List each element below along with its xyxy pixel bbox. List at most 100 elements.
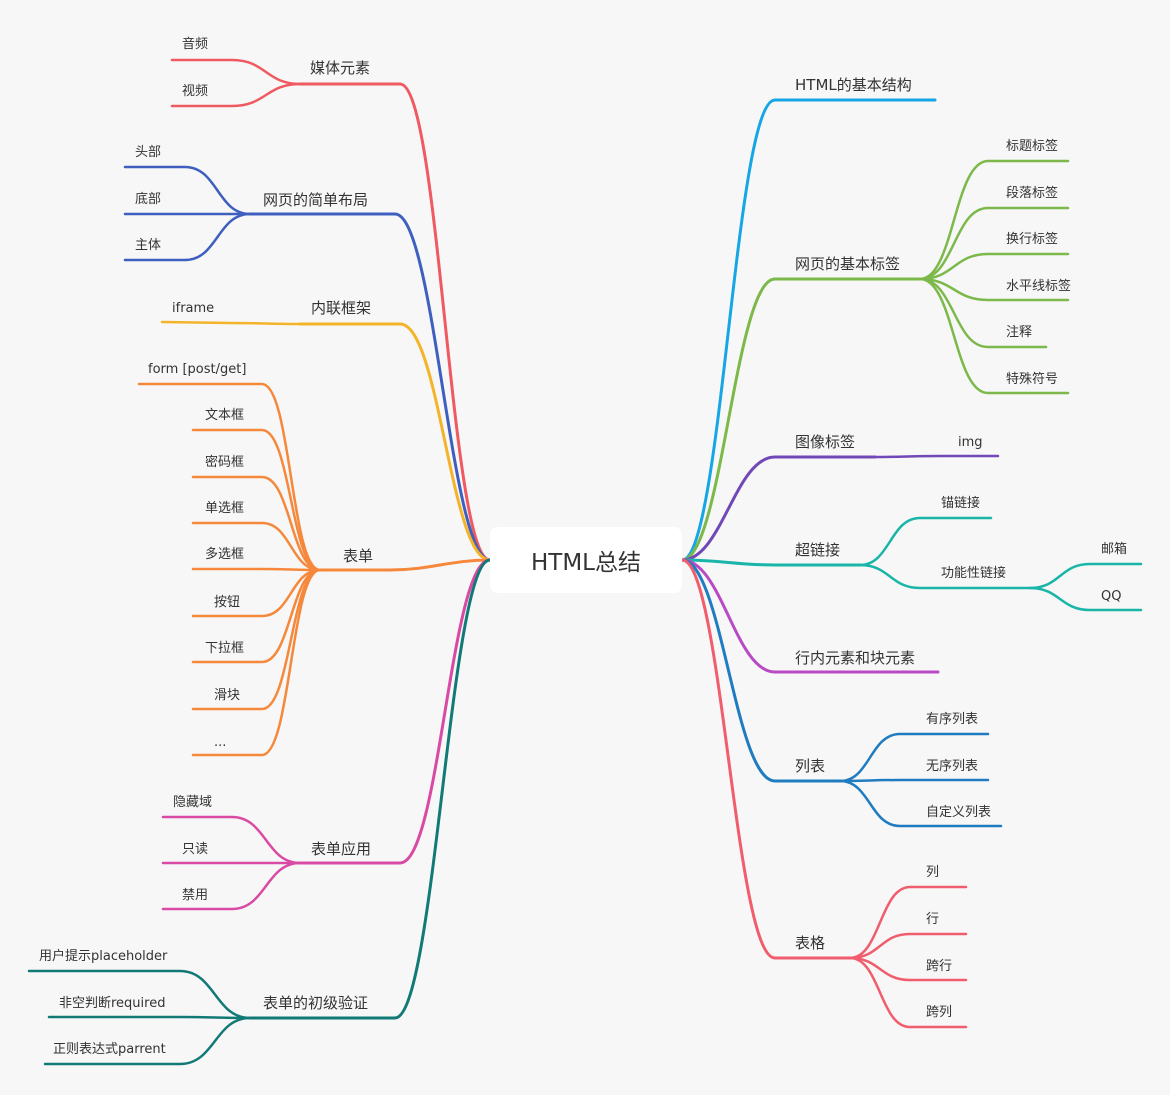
- branch-form-child: [191, 521, 322, 572]
- node-link-qq[interactable]: QQ: [1101, 589, 1122, 604]
- branch-link-child: [1028, 562, 1143, 590]
- node-table[interactable]: 表格: [795, 934, 826, 952]
- branch-tags-child: [918, 206, 1070, 281]
- node-form-child[interactable]: 按钮: [214, 595, 241, 610]
- branch-table-child: [848, 932, 968, 960]
- branch-table-child: [848, 885, 968, 960]
- root-node[interactable]: HTML总结: [490, 527, 682, 593]
- branch-formapp-child: [161, 861, 302, 911]
- node-tags-child[interactable]: 注释: [1006, 325, 1033, 340]
- branch-form-child: [137, 382, 322, 572]
- branch-iframe-child: [160, 320, 302, 326]
- node-formapp-disabled[interactable]: 禁用: [182, 888, 209, 903]
- branch-media-child: [170, 58, 302, 86]
- node-formapp-readonly[interactable]: 只读: [182, 842, 209, 857]
- branch-layout-child: [123, 165, 252, 216]
- node-tags-child[interactable]: 段落标签: [1006, 186, 1059, 201]
- node-image-img[interactable]: img: [958, 435, 983, 450]
- branch-form-child: [191, 568, 322, 618]
- branch-link-child: [858, 563, 1032, 590]
- branch-form-child: [191, 567, 322, 572]
- node-iframe-child[interactable]: iframe: [172, 301, 215, 316]
- node-formapp-hidden[interactable]: 隐藏域: [173, 795, 213, 810]
- branch-inline: [680, 558, 940, 674]
- node-tags-child[interactable]: 换行标签: [1006, 232, 1059, 247]
- branch-verify-child: [27, 969, 252, 1020]
- node-tags-child[interactable]: 标题标签: [1006, 139, 1059, 154]
- node-table-rowspan[interactable]: 跨行: [926, 959, 953, 974]
- node-verify[interactable]: 表单的初级验证: [263, 994, 369, 1012]
- node-layout-foot[interactable]: 底部: [135, 192, 162, 207]
- branch-link-child: [858, 516, 993, 567]
- node-link[interactable]: 超链接: [795, 541, 841, 559]
- branch-image-child: [873, 454, 1000, 459]
- node-verify-pattern[interactable]: 正则表达式parrent: [53, 1042, 166, 1057]
- branch-image: [680, 455, 877, 562]
- node-verify-placeholder[interactable]: 用户提示placeholder: [39, 949, 168, 964]
- node-list-unordered[interactable]: 无序列表: [926, 759, 979, 774]
- branch-table-child: [848, 956, 968, 982]
- node-media-audio[interactable]: 音频: [182, 37, 209, 52]
- node-link-functional[interactable]: 功能性链接: [941, 566, 1007, 581]
- node-link-anchor[interactable]: 锚链接: [941, 496, 981, 511]
- branch-iframe: [298, 322, 492, 562]
- branch-layout-child: [123, 212, 252, 262]
- branch-list-child: [838, 778, 990, 783]
- node-table-row[interactable]: 行: [926, 912, 940, 927]
- node-basic[interactable]: HTML的基本结构: [795, 76, 912, 94]
- node-media-video[interactable]: 视频: [182, 84, 209, 99]
- branch-tags: [680, 277, 922, 562]
- branch-media-child: [170, 82, 302, 108]
- node-form-child[interactable]: 下拉框: [205, 641, 245, 656]
- node-form-child[interactable]: ...: [214, 735, 227, 750]
- node-media[interactable]: 媒体元素: [310, 59, 371, 77]
- branch-media: [298, 82, 492, 562]
- branch-formapp: [298, 558, 492, 865]
- branch-tags-child: [918, 252, 1070, 281]
- branch-list-child: [838, 779, 1003, 828]
- node-form-child[interactable]: 滑块: [214, 688, 241, 703]
- branch-table-child: [848, 956, 968, 1029]
- branch-tags-child: [918, 159, 1070, 281]
- node-list-definition[interactable]: 自定义列表: [926, 805, 992, 820]
- node-table-colspan[interactable]: 跨列: [926, 1005, 953, 1020]
- node-list[interactable]: 列表: [795, 757, 826, 775]
- node-iframe[interactable]: 内联框架: [311, 299, 372, 317]
- node-tags-child[interactable]: 特殊符号: [1006, 372, 1059, 387]
- node-layout-main[interactable]: 主体: [135, 238, 162, 253]
- node-form-child[interactable]: form [post/get]: [148, 362, 247, 377]
- node-form-child[interactable]: 单选框: [205, 501, 245, 516]
- node-formapp[interactable]: 表单应用: [311, 840, 372, 858]
- branch-form-child: [191, 568, 322, 757]
- branch-layout: [248, 212, 492, 562]
- node-form-child[interactable]: 多选框: [205, 547, 245, 562]
- branch-list: [680, 558, 842, 783]
- node-tags-child[interactable]: 水平线标签: [1006, 279, 1072, 294]
- node-form-child[interactable]: 密码框: [205, 455, 245, 470]
- node-form-child[interactable]: 文本框: [205, 408, 245, 423]
- root-label: HTML总结: [530, 550, 641, 576]
- branch-verify-child: [47, 1015, 252, 1020]
- node-image[interactable]: 图像标签: [795, 433, 856, 451]
- node-layout-head[interactable]: 头部: [135, 145, 162, 160]
- branch-basic: [680, 98, 937, 562]
- node-layout[interactable]: 网页的简单布局: [263, 191, 369, 209]
- branch-verify-child: [43, 1016, 252, 1066]
- node-inline[interactable]: 行内元素和块元素: [795, 649, 916, 667]
- branch-link-child: [1028, 586, 1143, 612]
- branch-formapp-child: [161, 815, 302, 865]
- node-form[interactable]: 表单: [343, 547, 374, 565]
- branch-tags-child: [918, 277, 1070, 395]
- branch-form-child: [191, 428, 322, 572]
- branch-verify: [248, 558, 492, 1020]
- node-list-ordered[interactable]: 有序列表: [926, 712, 979, 727]
- branch-table: [680, 558, 852, 960]
- branch-tags-child: [918, 277, 1070, 302]
- node-table-col[interactable]: 列: [926, 865, 940, 880]
- node-tags[interactable]: 网页的基本标签: [795, 255, 901, 273]
- branch-link: [680, 558, 862, 567]
- node-verify-required[interactable]: 非空判断required: [59, 996, 166, 1011]
- node-link-mail[interactable]: 邮箱: [1101, 542, 1128, 557]
